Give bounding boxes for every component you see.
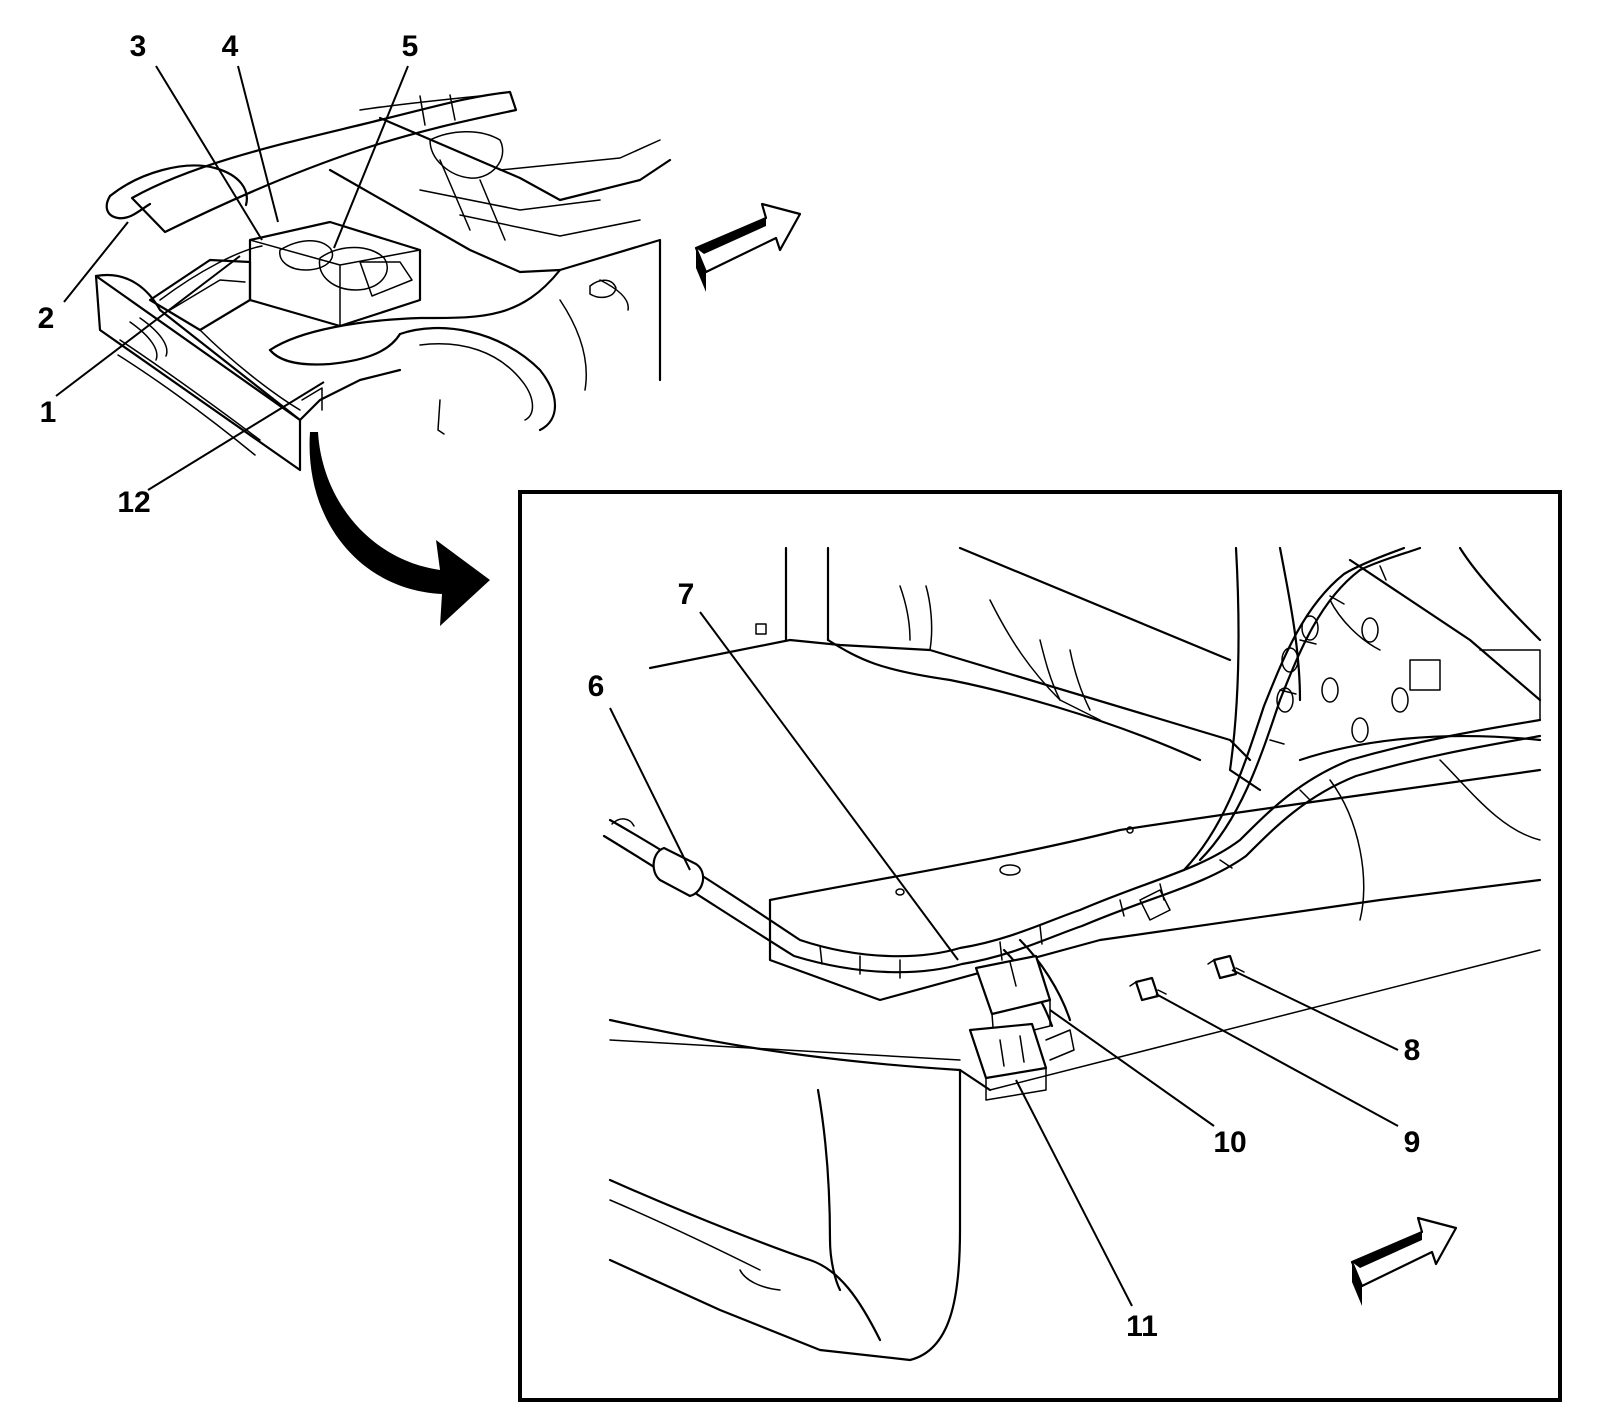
callout-10: 10 [1213,1126,1246,1159]
callout-4: 4 [222,30,239,63]
callout-11: 11 [1126,1310,1158,1343]
leader-lines [55,65,1399,1307]
callout-9: 9 [1404,1126,1421,1159]
detail-zoom-arrow-icon [309,432,490,626]
callout-8: 8 [1404,1034,1421,1067]
callout-3: 3 [130,30,147,63]
vehicle-overview [94,90,672,472]
callout-2: 2 [38,302,55,335]
detail-view-drawing [602,546,1542,1362]
callout-6: 6 [588,670,605,703]
callout-7: 7 [678,578,695,611]
forward-arrow-icon [694,202,802,292]
callout-1: 1 [40,396,57,429]
forward-arrow-icon-detail [1350,1216,1458,1306]
detail-view-frame [518,490,1562,1402]
callout-12: 12 [117,486,150,519]
callout-5: 5 [402,30,419,63]
